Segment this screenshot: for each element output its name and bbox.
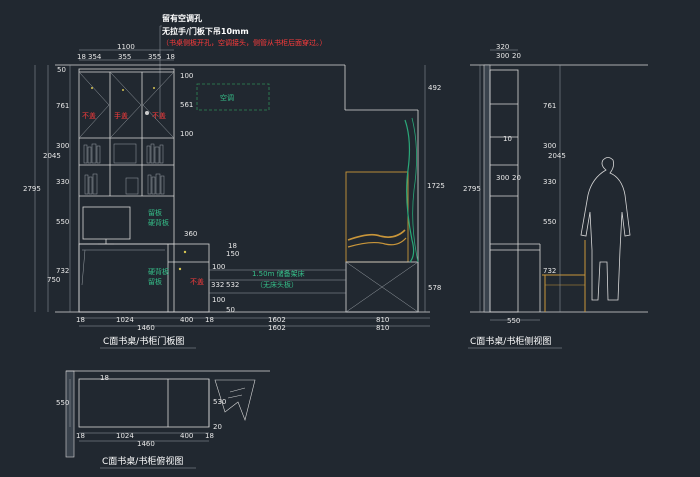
dim-top-b1024: 1024 <box>116 432 134 440</box>
label-backboard-2: 硬背板 <box>148 267 169 276</box>
label-nocover-2: 不盖 <box>152 111 166 120</box>
label-handle: 手盖 <box>114 111 128 120</box>
dim-top-b18a: 18 <box>76 432 85 440</box>
top-view: 18 550 530 20 18 1024 400 18 1460 C面书桌/书… <box>56 370 270 469</box>
label-bed-box-2: （无床头板） <box>256 280 298 289</box>
dim-s20: 20 <box>512 174 521 182</box>
label-aircon: 空调 <box>220 93 234 102</box>
note-red: （书桌侧板开孔，空调接头，侧管从书柜后面穿过。） <box>162 38 327 47</box>
dim-532: 532 <box>226 281 239 289</box>
dim-r100d: 100 <box>212 296 225 304</box>
dim-2795: 2795 <box>23 185 41 193</box>
dim-s732: 732 <box>543 267 556 275</box>
dim-18a: 18 <box>77 53 86 61</box>
label-bed-box: 1.50m 储备架床 <box>252 269 305 278</box>
dim-b400: 400 <box>180 316 193 324</box>
dim-s320: 320 <box>496 43 509 51</box>
dim-top-b400: 400 <box>180 432 193 440</box>
dim-r150: 150 <box>226 250 239 258</box>
dim-355b: 355 <box>148 53 161 61</box>
dim-578: 578 <box>428 284 441 292</box>
dim-r100a: 100 <box>180 72 193 80</box>
note-aircon-hole: 留有空调孔 <box>162 13 202 23</box>
dim-side-bottom-550: 550 <box>507 317 520 325</box>
dim-r100c: 100 <box>212 263 225 271</box>
dim-top-550: 550 <box>56 399 69 407</box>
dim-s300t: 300 <box>496 52 509 60</box>
books <box>83 143 165 195</box>
dim-b1602: 1602 <box>268 316 286 324</box>
dim-s20t: 20 <box>512 52 521 60</box>
note-no-handle: 无拉手/门板下吊10mm <box>161 26 249 36</box>
dim-b1602b: 1602 <box>268 324 286 332</box>
dim-2045: 2045 <box>43 152 61 160</box>
dim-s2795: 2795 <box>463 185 481 193</box>
label-backboard-1: 留板 <box>148 208 162 217</box>
dim-r561: 561 <box>180 101 193 109</box>
label-backboard-1b: 硬背板 <box>148 218 169 227</box>
title-front: C面书桌/书柜门板图 <box>103 335 184 347</box>
dim-top-b1460: 1460 <box>137 440 155 448</box>
aircon-box <box>196 83 270 111</box>
dim-s761: 761 <box>543 102 556 110</box>
dim-top-b18b: 18 <box>205 432 214 440</box>
dim-732: 732 <box>56 267 69 275</box>
title-top: C面书桌/书柜俯视图 <box>102 455 183 467</box>
dim-top-18: 18 <box>100 374 109 382</box>
dim-s300: 300 <box>543 142 556 150</box>
dim-330: 330 <box>56 178 69 186</box>
dim-492: 492 <box>428 84 441 92</box>
label-nocover-3: 不盖 <box>190 277 204 286</box>
dim-1725: 1725 <box>427 182 445 190</box>
title-side: C面书桌/书柜侧视图 <box>470 335 551 347</box>
dim-50: 50 <box>57 66 66 74</box>
dim-b1460: 1460 <box>137 324 155 332</box>
dim-r50: 50 <box>226 306 235 314</box>
dim-18b: 18 <box>166 53 175 61</box>
dim-b810: 810 <box>376 316 389 324</box>
dim-s2045: 2045 <box>548 152 566 160</box>
monitor <box>82 206 131 240</box>
label-backboard-2b: 留板 <box>148 277 162 286</box>
dim-b18a: 18 <box>76 316 85 324</box>
dim-r100b: 100 <box>180 130 193 138</box>
dim-750: 750 <box>47 276 60 284</box>
dim-355: 355 <box>118 53 131 61</box>
side-view: 320 300 20 2795 761 10 300 2045 300 20 3… <box>463 43 648 349</box>
dim-354: 354 <box>88 53 102 61</box>
dim-b810b: 810 <box>376 324 389 332</box>
dim-s330: 330 <box>543 178 556 186</box>
chair <box>542 240 586 312</box>
dim-s10: 10 <box>503 135 512 143</box>
dots <box>91 87 187 271</box>
bed-headboard <box>345 171 409 263</box>
front-view: 不盖 手盖 不盖 不盖 留板 硬背板 硬背板 留板 空调 1.50m 储备架床 … <box>23 43 445 349</box>
dim-s550: 550 <box>543 218 556 226</box>
dim-r18: 18 <box>228 242 237 250</box>
dim-761: 761 <box>56 102 69 110</box>
dim-300: 300 <box>56 142 69 150</box>
dim-1100: 1100 <box>117 43 135 51</box>
dim-s300b: 300 <box>496 174 509 182</box>
dim-332: 332 <box>211 281 224 289</box>
dim-b1024: 1024 <box>116 316 134 324</box>
person-silhouette <box>580 157 631 301</box>
dim-top-20: 20 <box>213 423 222 431</box>
dim-b18b: 18 <box>205 316 214 324</box>
dim-550: 550 <box>56 218 69 226</box>
label-nocover-1: 不盖 <box>82 111 96 120</box>
dim-top-530: 530 <box>213 398 226 406</box>
dim-360: 360 <box>184 230 197 238</box>
